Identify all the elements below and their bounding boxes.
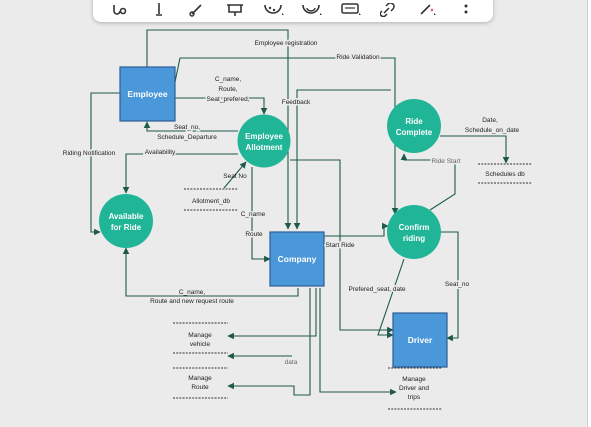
label-start-ride: Start Ride xyxy=(326,242,355,249)
datastore-allotment-db[interactable]: Allotment_db xyxy=(184,188,238,211)
flow-to-manage-route xyxy=(227,288,311,396)
connector-icon xyxy=(189,4,202,17)
flow-ride-start xyxy=(400,153,456,211)
link-icon xyxy=(379,3,395,17)
flow-company-to-available xyxy=(122,247,299,297)
label-route: Route xyxy=(245,231,263,238)
label-seat-no: Seat No xyxy=(223,173,247,180)
label-availability: Availability xyxy=(145,149,176,156)
label-riding-notification: Riding Notification xyxy=(63,150,116,157)
magic-icon xyxy=(420,4,437,15)
flow-to-schedules xyxy=(440,135,510,164)
label-schedule-on-date: Schedule_on_date xyxy=(465,127,520,134)
process-employee-allotment-line2: Allotment xyxy=(246,143,283,152)
magic-tool-button[interactable] xyxy=(414,0,440,17)
label-seat-no-driver: Seat_no xyxy=(445,281,470,288)
process-ride-complete[interactable]: Ride Complete xyxy=(387,99,441,153)
entity-company-label: Company xyxy=(278,254,317,264)
label-prefered-seat-date: Prefered_seat, date xyxy=(348,286,405,293)
datastore-manage-driver-line2: Driver and xyxy=(399,385,429,392)
label-c-name: C_name xyxy=(241,211,266,218)
canvas-edge xyxy=(587,0,591,427)
flow-feedback xyxy=(293,89,391,230)
process-available-for-ride[interactable]: Available for Ride xyxy=(99,194,153,248)
process-available-line2: for Ride xyxy=(111,223,142,232)
flow-employee-registration xyxy=(146,29,292,230)
flow-to-manage-driver xyxy=(319,288,397,396)
datastore-schedules-db-label: Schedules db xyxy=(485,171,525,178)
flow-employee-to-allotment xyxy=(175,97,268,115)
process-confirm-riding-line2: riding xyxy=(403,234,425,243)
presentation-tool-button[interactable] xyxy=(222,0,248,17)
label-cname-route-new-1: C_name, xyxy=(179,289,206,296)
process-available-line1: Available xyxy=(109,212,144,221)
datastore-manage-route-line1: Manage xyxy=(188,375,212,382)
palette-tool-button[interactable] xyxy=(261,0,287,17)
label-date: Date, xyxy=(482,117,498,124)
flow-icon xyxy=(113,5,127,15)
palette-icon xyxy=(263,4,284,15)
flow-to-manage-vehicle xyxy=(227,288,317,340)
label-seat-no-schedule-1: Seat_no, xyxy=(174,124,200,131)
label-cname-route-seat-1: C_name, xyxy=(215,76,242,83)
entity-employee[interactable]: Employee xyxy=(119,66,176,122)
connector-tool-button[interactable] xyxy=(184,0,210,17)
flow-allotment-to-driver xyxy=(290,159,394,334)
flow-availability xyxy=(122,153,238,194)
datastore-manage-driver-line3: trips xyxy=(408,394,421,401)
datastore-manage-route-line2: Route xyxy=(191,384,209,391)
drawing-toolbar xyxy=(93,0,493,22)
datastore-manage-route[interactable]: Manage Route xyxy=(173,367,228,399)
text-cursor-icon xyxy=(155,3,162,16)
process-employee-allotment[interactable]: Employee Allotment xyxy=(237,114,291,168)
text-tool-button[interactable] xyxy=(146,0,172,17)
datastore-allotment-db-label: Allotment_db xyxy=(192,198,230,205)
label-seat-no-schedule-2: Schedule_Departure xyxy=(157,134,217,141)
flow-labels: Employee registration Ride Validation Fe… xyxy=(61,39,521,368)
label-ride-validation: Ride Validation xyxy=(336,54,380,61)
label-data: data xyxy=(285,359,298,366)
datastore-manage-vehicle-line1: Manage xyxy=(188,332,212,339)
label-ride-start: Ride Start xyxy=(432,158,461,165)
entity-driver-label: Driver xyxy=(408,335,433,345)
process-ride-complete-line2: Complete xyxy=(396,128,433,137)
keyboard-tool-button[interactable] xyxy=(338,0,364,17)
more-options-button[interactable] xyxy=(453,0,479,17)
flow-riding-notification xyxy=(90,92,120,236)
entity-company[interactable]: Company xyxy=(269,231,325,287)
datastore-manage-vehicle[interactable]: Manage vehicle xyxy=(173,322,228,354)
label-feedback: Feedback xyxy=(282,99,311,106)
label-cname-route-seat-3: Seat_prefered, xyxy=(206,96,249,103)
process-employee-allotment-line1: Employee xyxy=(245,132,283,141)
label-cname-route-seat-2: Route, xyxy=(218,86,237,93)
datastore-manage-driver[interactable]: Manage Driver and trips xyxy=(388,367,442,410)
label-employee-registration: Employee registration xyxy=(255,40,318,47)
process-confirm-riding[interactable]: Confirm riding xyxy=(387,205,441,259)
datastore-manage-driver-line1: Manage xyxy=(402,376,426,383)
presentation-icon xyxy=(227,4,244,16)
entity-employee-label: Employee xyxy=(127,89,167,99)
process-confirm-riding-line1: Confirm xyxy=(399,223,430,232)
datastore-manage-vehicle-line2: vehicle xyxy=(190,341,211,348)
datastore-schedules-db[interactable]: Schedules db xyxy=(478,163,532,184)
link-tool-button[interactable] xyxy=(376,0,402,17)
more-vertical-icon xyxy=(464,4,468,14)
flow-allotment-to-company xyxy=(251,167,271,263)
emoji-tool-button[interactable] xyxy=(299,0,325,17)
entity-driver[interactable]: Driver xyxy=(392,312,448,368)
flow-seat-no xyxy=(223,161,247,189)
flow-tool-button[interactable] xyxy=(107,0,133,17)
flow-allotment-to-employee xyxy=(143,121,238,132)
label-cname-route-new-2: Route and new request route xyxy=(150,298,234,305)
emoji-icon xyxy=(302,4,323,15)
flow-prefered-seat xyxy=(377,258,405,339)
keyboard-icon xyxy=(340,3,361,15)
process-ride-complete-line1: Ride xyxy=(405,117,423,126)
flow-seat-no-driver xyxy=(440,231,459,342)
